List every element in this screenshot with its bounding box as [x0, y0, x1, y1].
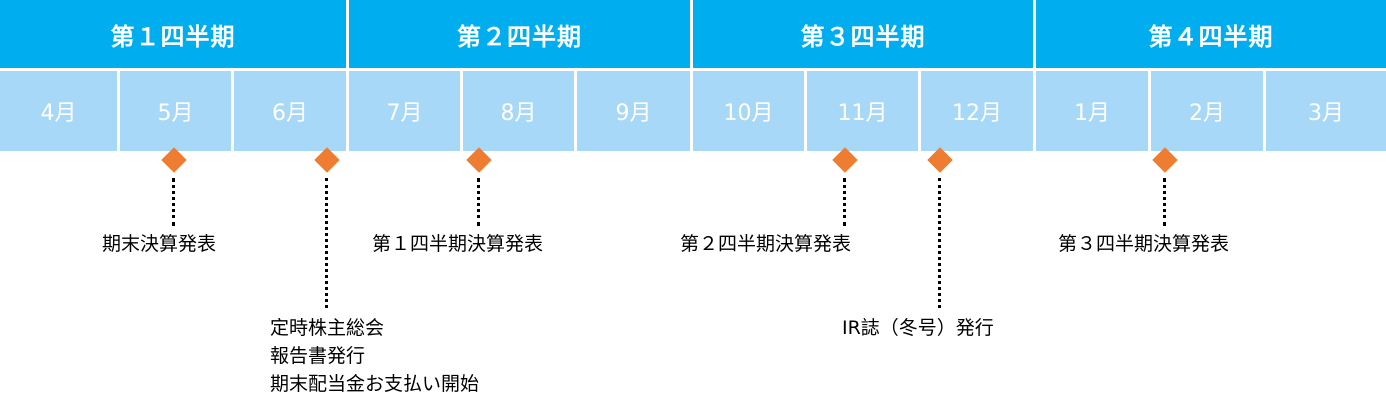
event-line: 報告書発行	[270, 345, 366, 367]
event-line: 第２四半期決算発表	[680, 233, 852, 255]
quarter-2: 第２四半期	[349, 0, 690, 68]
month-cell: 4月	[0, 71, 117, 151]
event-label-ir-magazine: IR誌（冬号）発行	[842, 314, 994, 342]
event-label-q2-results: 第２四半期決算発表	[680, 230, 851, 258]
quarter-3: 第３四半期	[693, 0, 1033, 68]
quarter-1: 第１四半期	[0, 0, 346, 68]
quarter-header-row: 第１四半期 第２四半期 第３四半期 第４四半期	[0, 0, 1386, 68]
event-line: IR誌（冬号）発行	[842, 317, 994, 339]
month-cell: 2月	[1151, 71, 1263, 151]
event-line: 第３四半期決算発表	[1058, 233, 1230, 255]
event-marker-diamond	[832, 147, 858, 173]
month-cell: 9月	[577, 71, 690, 151]
event-connector	[843, 178, 846, 226]
event-line: 期末決算発表	[102, 233, 217, 255]
event-connector	[172, 178, 175, 226]
month-cell: 10月	[693, 71, 804, 151]
month-cell: 5月	[120, 71, 231, 151]
event-connector	[325, 178, 328, 308]
event-connector	[477, 178, 480, 226]
event-connector	[1163, 178, 1166, 226]
month-cell: 12月	[921, 71, 1033, 151]
event-marker-diamond	[161, 147, 187, 173]
month-cell: 8月	[463, 71, 574, 151]
month-cell: 1月	[1036, 71, 1148, 151]
month-row: 4月 5月 6月 7月 8月 9月 10月 11月 12月 1月 2月 3月	[0, 71, 1386, 151]
event-label-fiscal-year-results: 期末決算発表	[102, 230, 216, 258]
event-line: 定時株主総会	[270, 317, 385, 339]
event-marker-diamond	[466, 147, 492, 173]
event-connector	[938, 178, 941, 308]
month-cell: 7月	[349, 71, 460, 151]
month-cell: 3月	[1266, 71, 1386, 151]
event-marker-diamond	[1152, 147, 1178, 173]
event-line: 第１四半期決算発表	[372, 233, 544, 255]
event-marker-diamond	[314, 147, 340, 173]
quarter-4: 第４四半期	[1036, 0, 1386, 68]
event-label-q3-results: 第３四半期決算発表	[1058, 230, 1229, 258]
event-marker-diamond	[927, 147, 953, 173]
event-label-shareholders-meeting: 定時株主総会 報告書発行 期末配当金お支払い開始	[270, 314, 479, 398]
event-label-q1-results: 第１四半期決算発表	[372, 230, 543, 258]
month-cell: 11月	[807, 71, 918, 151]
event-line: 期末配当金お支払い開始	[270, 373, 480, 395]
month-cell: 6月	[234, 71, 346, 151]
